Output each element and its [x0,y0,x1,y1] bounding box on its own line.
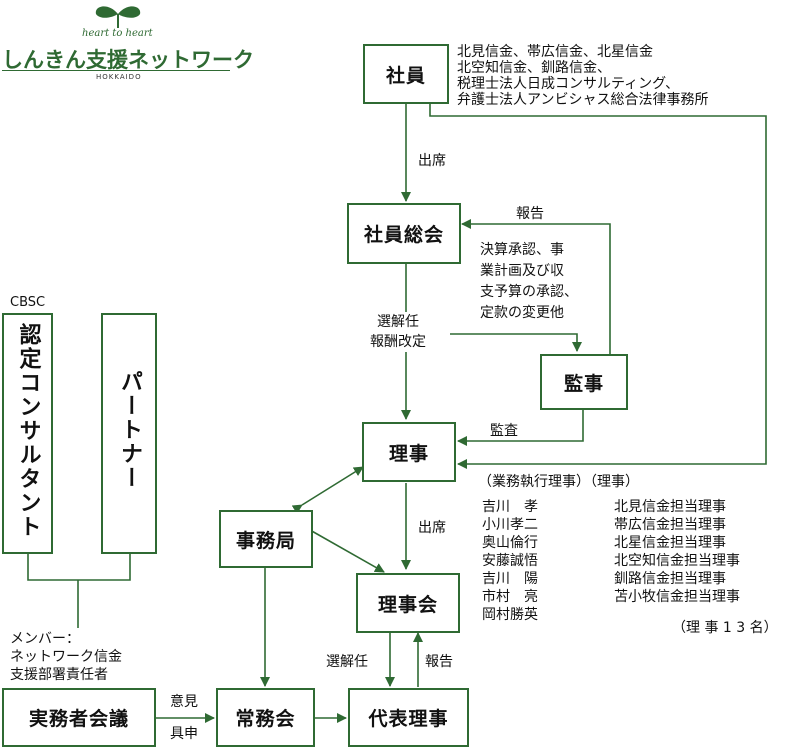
label-senkainin: 選解任 [326,654,368,670]
node-shain-sokai: 社員総会 [347,203,461,264]
executive-director: 小川孝二 [482,517,538,533]
node-jitsumusha-kaigi: 実務者会議 [2,688,156,747]
executive-director: 奥山倫行 [482,535,538,551]
regular-director: 苫小牧信金担当理事 [614,589,740,605]
members-note: メンバー： ネットワーク信金 支援部署責任者 [10,631,122,683]
directors-count: （理 事 1 3 名） [672,620,778,636]
regular-director: 北星信金担当理事 [614,535,726,551]
cbsc-bracket [27,553,131,581]
label-hokoku-2: 報告 [425,654,453,670]
executive-director: 吉川 陽 [482,571,538,587]
members-list: 北見信金、帯広信金、北星信金 北空知信金、釧路信金、 税理士法人日成コンサルティ… [457,44,709,108]
label-iken: 意見 [170,694,198,710]
executive-director: 安藤誠悟 [482,553,538,569]
arrow-to-kanji [450,333,582,352]
sprout-icon [95,6,141,28]
arrow-jimukyoku-rijikai [299,521,385,573]
label-duties: 決算承認、事 業計画及び収 支予算の承認、 定款の変更他 [480,242,578,321]
node-daihyo-riji: 代表理事 [348,688,469,747]
arrow-jimukyoku-riji [291,466,364,515]
logo-region: HOKKAIDO [96,73,142,81]
node-jimukyoku: 事務局 [219,510,313,568]
nintei-consultant-label: 認定コンサルタント [15,323,41,539]
logo-underline [2,70,230,71]
label-gushin: 具申 [170,726,198,742]
regular-director: 北空知信金担当理事 [614,553,740,569]
regular-director: 帯広信金担当理事 [614,517,726,533]
node-nintei-consultant: 認定コンサルタント [2,313,53,554]
label-cbsc: CBSC [10,295,46,310]
node-shain: 社員 [363,44,449,104]
regular-directors-list: 北見信金担当理事 帯広信金担当理事 北星信金担当理事 北空知信金担当理事 釧路信… [614,498,740,606]
node-rijikai: 理事会 [356,573,460,633]
node-jomukai: 常務会 [216,688,315,747]
logo-name: しんきん支援ネットワーク [2,48,254,72]
label-shusseki-1: 出席 [418,153,446,169]
directors-header: （業務執行理事）（理事） [478,474,639,490]
label-shusseki-2: 出席 [418,520,446,536]
regular-director: 釧路信金担当理事 [614,571,726,587]
label-hokoku-1: 報告 [516,206,544,222]
executive-director: 吉川 孝 [482,499,538,515]
executive-director: 市村 亮 [482,589,538,605]
arrow-kanji-to-sokai [461,219,611,354]
node-riji: 理事 [362,422,456,482]
label-sennin: 選解任 報酬改定 [370,312,426,352]
node-partner: パートナー [101,313,157,554]
label-kansa: 監査 [490,423,518,439]
regular-director: 北見信金担当理事 [614,499,726,515]
executive-director: 岡村勝英 [482,607,538,623]
arrow-kanji-to-riji [457,410,584,446]
executive-directors-list: 吉川 孝 小川孝二 奥山倫行 安藤誠悟 吉川 陽 市村 亮 岡村勝英 [482,498,538,624]
partner-label: パートナー [117,370,142,490]
logo-tagline: heart to heart [82,28,153,39]
node-kanji: 監事 [540,354,628,410]
arrow-shain-to-riji [429,104,767,469]
